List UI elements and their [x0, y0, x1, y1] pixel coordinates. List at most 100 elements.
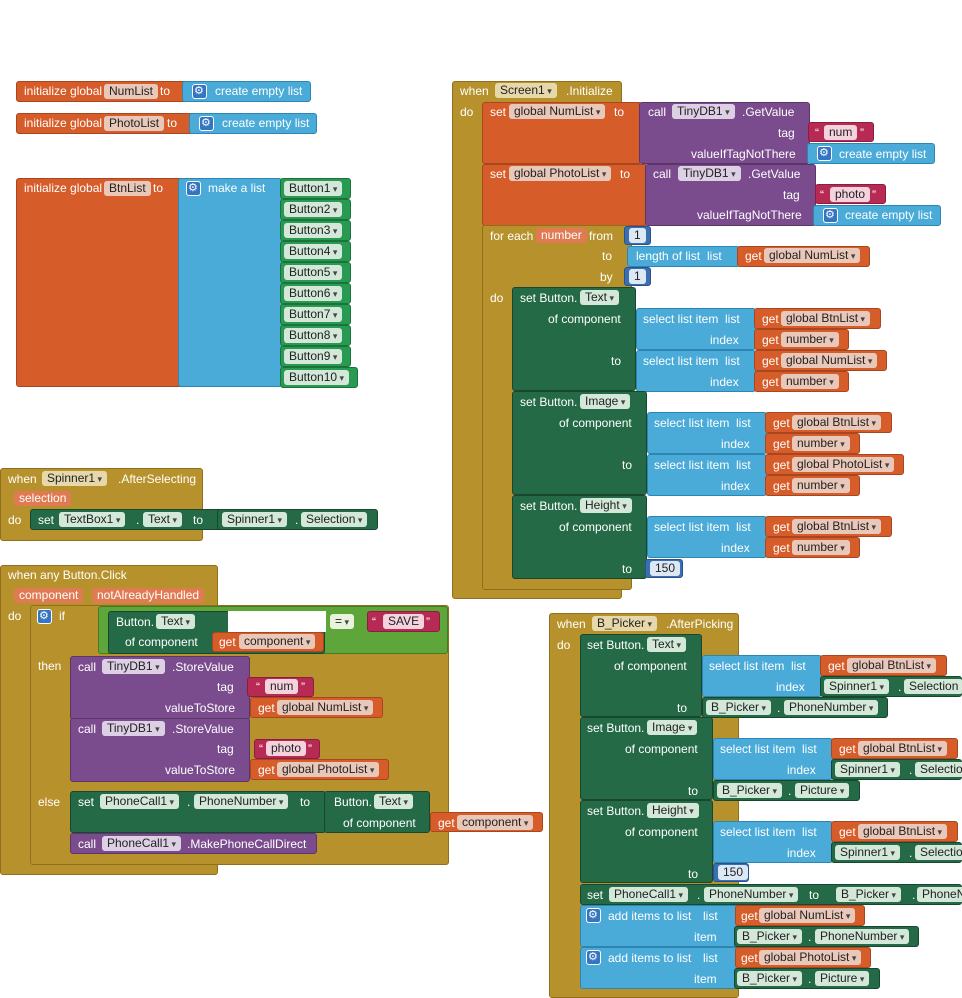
phonecall-dropdown[interactable]: PhoneCall1: [102, 836, 182, 851]
spinner-dropdown[interactable]: Spinner1: [835, 845, 901, 860]
phonenumber-prop-dropdown[interactable]: PhoneNumber: [815, 929, 910, 944]
btnlist-var-dropdown[interactable]: global BtnList: [792, 519, 882, 534]
button-component-dropdown[interactable]: Button7: [284, 307, 343, 322]
button-prop-dropdown[interactable]: Text: [647, 637, 687, 652]
text-prop-dropdown[interactable]: Text: [143, 512, 183, 527]
param-selection[interactable]: selection: [14, 491, 72, 506]
select-list-item-block[interactable]: [702, 655, 822, 697]
gear-icon[interactable]: [817, 146, 832, 161]
spinner-dropdown[interactable]: Spinner1: [824, 679, 890, 694]
tinydb-dropdown[interactable]: TinyDB1: [672, 104, 735, 119]
by-number[interactable]: 1: [629, 269, 646, 284]
number-var-dropdown[interactable]: number: [792, 540, 850, 555]
param-not-already-handled[interactable]: notAlreadyHandled: [92, 588, 205, 603]
button-component-dropdown[interactable]: Button3: [284, 223, 343, 238]
height-number[interactable]: 150: [718, 865, 749, 880]
select-list-item-block[interactable]: [713, 821, 833, 863]
loop-var-number[interactable]: number: [536, 228, 587, 243]
btnlist-var-dropdown[interactable]: global BtnList: [858, 824, 948, 839]
gear-icon[interactable]: [586, 908, 601, 923]
bpicker-dropdown[interactable]: B_Picker: [717, 783, 783, 798]
spinner-dropdown[interactable]: Spinner1: [835, 762, 901, 777]
button-prop-dropdown[interactable]: Image: [647, 720, 698, 735]
bpicker-dropdown[interactable]: B_Picker: [737, 929, 803, 944]
num-string[interactable]: num: [265, 679, 299, 694]
button-component-dropdown[interactable]: Button6: [284, 286, 343, 301]
init-btnlist-block[interactable]: [16, 178, 184, 387]
photo-string[interactable]: photo: [830, 187, 871, 202]
button-component-dropdown[interactable]: Button9: [284, 349, 343, 364]
list-var-dropdown[interactable]: global NumList: [781, 353, 878, 368]
button-prop-dropdown[interactable]: Image: [580, 394, 631, 409]
gear-icon[interactable]: [199, 116, 214, 131]
bpicker-prop-dropdown[interactable]: Picture: [795, 783, 850, 798]
photolist-var-dropdown[interactable]: global PhotoList: [509, 166, 612, 181]
photo-string[interactable]: photo: [266, 741, 307, 756]
component-var-dropdown[interactable]: component: [239, 634, 316, 649]
textbox-dropdown[interactable]: TextBox1: [59, 512, 126, 527]
var-name-btnlist[interactable]: BtnList: [104, 181, 151, 196]
screen-dropdown[interactable]: Screen1: [495, 83, 557, 98]
gear-icon[interactable]: [823, 208, 838, 223]
bpicker-dropdown[interactable]: B_Picker: [592, 616, 658, 631]
gear-icon[interactable]: [586, 950, 601, 965]
var-name-numlist[interactable]: NumList: [104, 84, 159, 99]
gear-icon[interactable]: [186, 181, 201, 196]
phonenumber-prop-dropdown[interactable]: PhoneNumber: [704, 887, 799, 902]
phonenumber-prop-dropdown[interactable]: PhoneNumber: [194, 794, 289, 809]
gear-icon[interactable]: [192, 84, 207, 99]
height-number[interactable]: 150: [650, 561, 681, 576]
numlist-var-dropdown[interactable]: global NumList: [509, 104, 606, 119]
picture-prop-dropdown[interactable]: Picture: [815, 971, 870, 986]
number-var-dropdown[interactable]: number: [781, 332, 839, 347]
btnlist-var-dropdown[interactable]: global BtnList: [858, 741, 948, 756]
text-prop-dropdown[interactable]: Text: [156, 614, 196, 629]
button-prop-dropdown[interactable]: Height: [580, 498, 632, 513]
photolist-var-dropdown[interactable]: global PhotoList: [759, 950, 862, 965]
button-component-dropdown[interactable]: Button1: [284, 181, 343, 196]
from-number[interactable]: 1: [629, 228, 646, 243]
button-prop-dropdown[interactable]: Text: [580, 290, 620, 305]
select-list-item-block[interactable]: [636, 308, 756, 350]
spinner-dropdown[interactable]: Spinner1: [222, 512, 288, 527]
var-name-photolist[interactable]: PhotoList: [104, 116, 165, 131]
selection-prop-dropdown[interactable]: Selection: [904, 679, 962, 694]
button-component-dropdown[interactable]: Button5: [284, 265, 343, 280]
select-list-item-block[interactable]: [713, 738, 833, 780]
tinydb-dropdown[interactable]: TinyDB1: [678, 166, 741, 181]
bpicker-dropdown[interactable]: B_Picker: [706, 700, 772, 715]
button-component-dropdown[interactable]: Button2: [284, 202, 343, 217]
set-numlist-block[interactable]: [482, 102, 642, 164]
create-empty-list-block[interactable]: [182, 81, 311, 102]
button-component-dropdown[interactable]: Button10: [284, 370, 350, 385]
numlist-var-dropdown[interactable]: global NumList: [764, 248, 861, 263]
btnlist-var-dropdown[interactable]: global BtnList: [847, 658, 937, 673]
selection-prop-dropdown[interactable]: Selectio: [915, 762, 962, 777]
numlist-var-dropdown[interactable]: global NumList: [759, 908, 856, 923]
number-var-dropdown[interactable]: number: [792, 436, 850, 451]
button-component-dropdown[interactable]: Button4: [284, 244, 343, 259]
numlist-var-dropdown[interactable]: global NumList: [277, 700, 374, 715]
component-var-dropdown[interactable]: component: [457, 815, 534, 830]
add-numlist-block[interactable]: [580, 905, 740, 947]
make-a-list-block[interactable]: [178, 178, 282, 387]
phonecall-dropdown[interactable]: PhoneCall1: [609, 887, 689, 902]
button-prop-dropdown[interactable]: Height: [647, 803, 699, 818]
create-empty-list-block[interactable]: [189, 113, 317, 134]
save-string[interactable]: SAVE: [383, 614, 425, 629]
tinydb-dropdown[interactable]: TinyDB1: [102, 721, 165, 736]
param-component[interactable]: component: [14, 588, 84, 603]
tinydb-dropdown[interactable]: TinyDB1: [102, 659, 165, 674]
select-list-item-block[interactable]: [647, 454, 767, 496]
select-list-item-block[interactable]: [636, 350, 756, 392]
bpicker-prop-dropdown[interactable]: PhoneNumber: [784, 700, 879, 715]
create-empty-list-block[interactable]: [807, 143, 935, 164]
gear-icon[interactable]: [37, 609, 52, 624]
photolist-var-dropdown[interactable]: global PhotoList: [277, 762, 380, 777]
list-var-dropdown[interactable]: global PhotoList: [792, 457, 895, 472]
phonenumber-prop-dropdown[interactable]: PhoneN: [917, 887, 962, 902]
eq-operator-dropdown[interactable]: =: [330, 614, 355, 629]
selection-prop-dropdown[interactable]: Selection: [301, 512, 368, 527]
select-list-item-block[interactable]: [647, 516, 767, 558]
number-var-dropdown[interactable]: number: [792, 478, 850, 493]
